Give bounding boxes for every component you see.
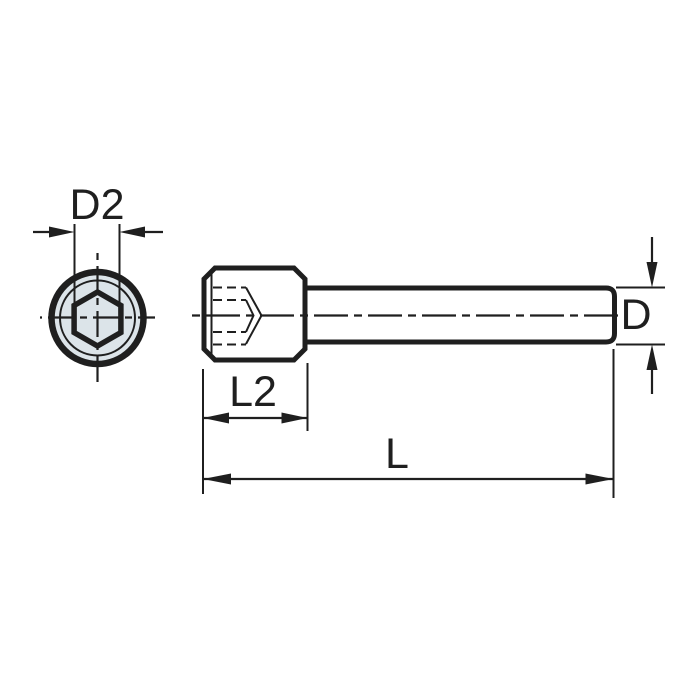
l2-label: L2 [229, 368, 277, 416]
d2-arrow-left-icon [49, 226, 75, 238]
l-dimension: L [203, 349, 615, 498]
l-label: L [385, 430, 409, 478]
l2-dimension: L2 [202, 363, 309, 494]
screw-head [201, 265, 308, 363]
d-arrow-bottom-icon [646, 344, 658, 370]
l-arrow-right-icon [585, 473, 614, 485]
l-arrow-left-icon [203, 473, 231, 485]
d-dimension: D [616, 237, 665, 394]
d2-label: D2 [70, 181, 125, 229]
end-view [40, 252, 155, 382]
side-view [186, 265, 622, 363]
l2-arrow-right-icon [281, 412, 308, 424]
d-arrow-top-icon [646, 262, 658, 288]
l2-arrow-left-icon [203, 412, 229, 424]
d2-arrow-right-icon [119, 226, 145, 238]
d-label: D [620, 291, 651, 339]
d2-dimension: D2 [33, 181, 163, 304]
screw-shaft [302, 285, 617, 345]
